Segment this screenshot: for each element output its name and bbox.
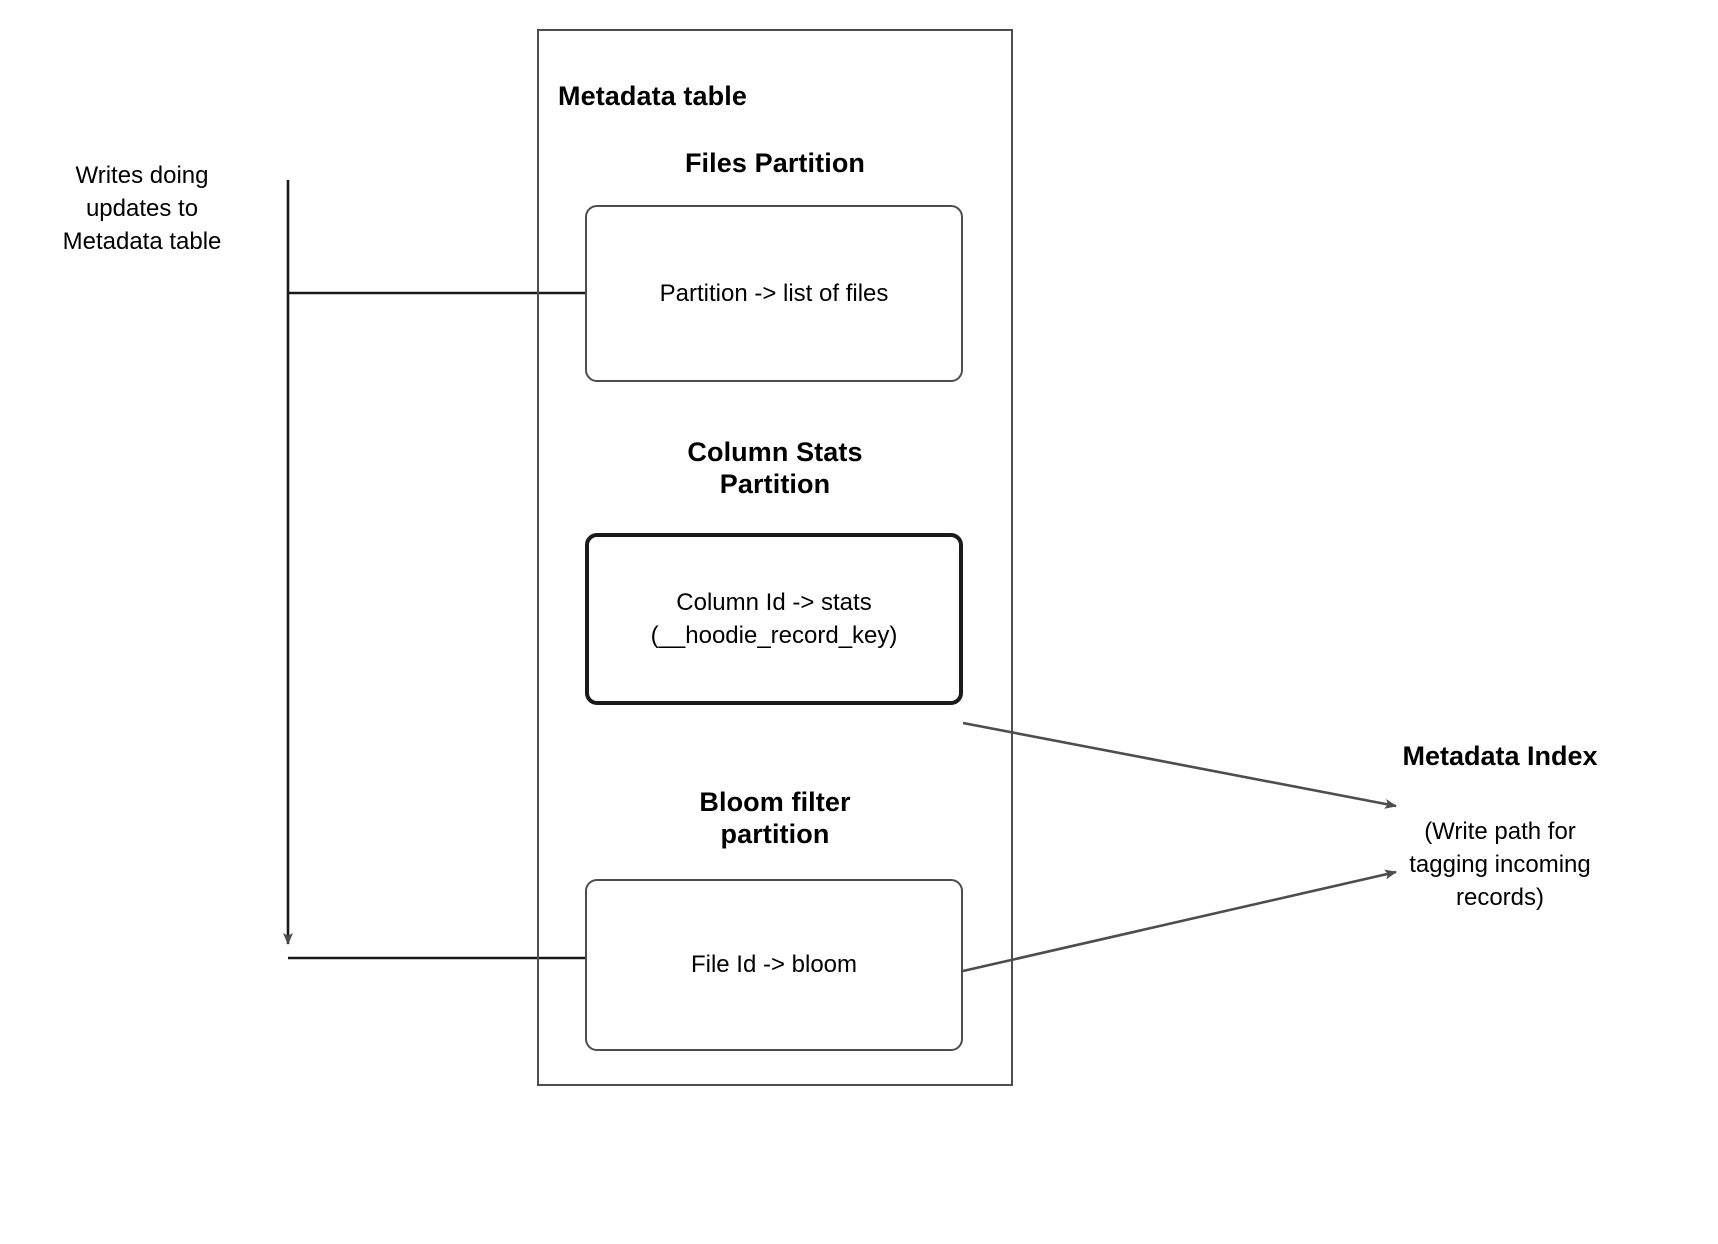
metadata-index-caption: (Write path for tagging incoming records… <box>1409 818 1591 912</box>
column-stats-partition-box: Column Id -> stats (__hoodie_record_key) <box>585 533 963 705</box>
files-partition-box: Partition -> list of files <box>585 205 963 382</box>
files-partition-box-text: Partition -> list of files <box>659 279 889 307</box>
column-stats-partition-heading: Column Stats Partition <box>687 437 863 499</box>
writes-updates-label: Writes doing updates to Metadata table <box>62 162 222 256</box>
metadata-index-title: Metadata Index <box>1402 741 1598 771</box>
metadata-table-container <box>537 29 1013 1086</box>
metadata-table-title: Metadata table <box>558 81 747 111</box>
bloom-filter-partition-box: File Id -> bloom <box>585 879 963 1051</box>
files-partition-heading: Files Partition <box>684 148 866 178</box>
column-stats-partition-box-text: Column Id -> stats (__hoodie_record_key) <box>650 588 898 649</box>
bloom-filter-partition-heading: Bloom filter partition <box>699 787 851 849</box>
bloom-filter-partition-box-text: File Id -> bloom <box>690 951 858 979</box>
